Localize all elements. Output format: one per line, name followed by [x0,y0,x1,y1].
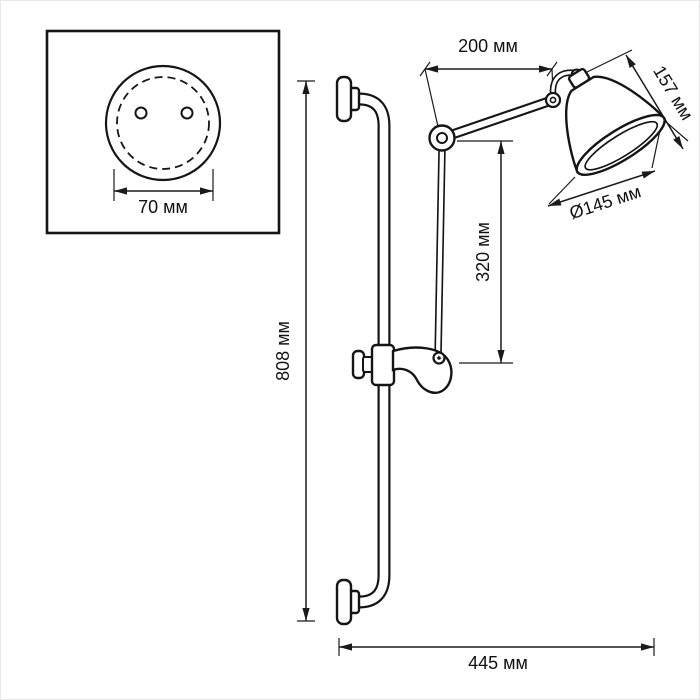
dim-label-mount-width: 70 мм [138,197,188,217]
inset-frame [45,29,281,235]
mount-plate-outline [104,64,222,182]
lamp-head [544,67,666,176]
slider-handle [351,343,453,394]
arm-fill [441,97,554,141]
vertical-rod-fill [435,148,445,358]
dimension-line [547,170,656,207]
dim-drop-length: 320 мм [457,140,513,364]
rod-pivot-dot [437,356,441,360]
mount-plate-dashed-circle [116,76,210,170]
extension-line [584,49,633,74]
tick [546,61,558,77]
mount-hole-right [180,106,194,120]
mount-hole-left [134,106,148,120]
dim-label-drop-length: 320 мм [473,222,493,282]
mount-detail-inset: 70 мм [45,29,281,235]
dim-label-rail-height: 808 мм [273,321,293,381]
head-joint-screw [549,96,557,104]
arm-assembly [428,95,555,358]
dim-arm-length: 200 мм [419,36,558,132]
tick [419,61,431,77]
elbow-joint [428,124,456,152]
slider-clamp [370,343,396,387]
bottom-wall-plate [335,578,353,626]
dim-mount-width: 70 мм [113,169,214,217]
dim-overall-width: 445 мм [338,638,655,673]
top-wall-plate [335,75,353,123]
dome-shade [564,67,666,176]
extension-line [424,68,440,132]
dimension-line [625,54,684,150]
extension-line [548,176,576,205]
head-joint [544,91,562,109]
shade-rim [575,113,666,176]
dim-label-overall-width: 445 мм [468,653,528,673]
elbow-joint-screw [436,132,448,144]
dim-label-arm-length: 200 мм [458,36,518,56]
dim-rail-height: 808 мм [273,80,315,622]
shade-rim-inner [584,120,659,171]
